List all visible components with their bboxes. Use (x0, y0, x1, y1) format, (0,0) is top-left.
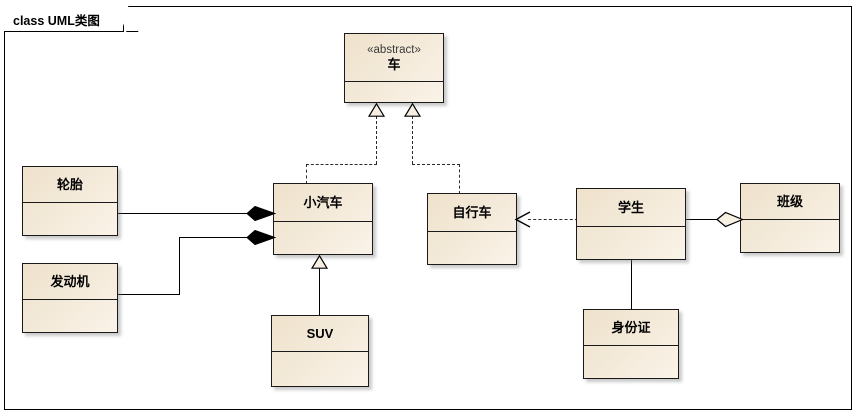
realization-car-horizontal (306, 164, 377, 165)
hollow-triangle-icon-generalization-suv (310, 254, 329, 269)
hollow-diamond-icon-aggregation (716, 211, 744, 228)
class-name-label-banji: 班级 (776, 193, 803, 209)
filled-diamond-icon-tire (246, 205, 276, 222)
generalization-suv-line (319, 268, 321, 316)
composition-engine-horizontal-lower (118, 294, 180, 296)
class-name-compartment-xuesheng: 学生 (577, 189, 685, 227)
dependency-student-bike-line (528, 219, 578, 220)
filled-diamond-icon-engine (246, 229, 276, 246)
class-name-compartment-che: «abstract» 车 (345, 34, 443, 82)
class-node-xuesheng[interactable]: 学生 (576, 188, 686, 260)
diagram-title-tab (4, 5, 139, 32)
class-stereotype-che: «abstract» (367, 43, 421, 56)
class-node-suv[interactable]: SUV (271, 315, 369, 387)
hollow-triangle-icon-realization-bike (403, 102, 422, 117)
realization-car-vertical-drop (306, 164, 307, 184)
class-node-shenfenzheng[interactable]: 身份证 (583, 309, 679, 379)
class-name-compartment-shenfenzheng: 身份证 (584, 310, 678, 346)
class-name-label-suv: SUV (306, 325, 334, 341)
class-name-label-zixingche: 自行车 (452, 204, 492, 220)
class-node-fadongji[interactable]: 发动机 (22, 263, 118, 333)
page-title: class UML类图 (13, 13, 100, 28)
class-node-xiaoqiche[interactable]: 小汽车 (273, 183, 373, 255)
class-node-luntai[interactable]: 轮胎 (22, 166, 118, 236)
diagram-frame (4, 6, 852, 410)
class-node-zixingche[interactable]: 自行车 (427, 193, 517, 265)
open-arrow-icon-dependency (514, 211, 532, 228)
class-name-compartment-xiaoqiche: 小汽车 (274, 184, 372, 222)
class-name-label-fadongji: 发动机 (50, 273, 90, 289)
realization-car-vertical-stub (376, 116, 377, 164)
class-node-che[interactable]: «abstract» 车 (344, 33, 444, 103)
realization-bike-horizontal (412, 164, 460, 165)
class-name-label-che: 车 (387, 57, 401, 73)
class-name-compartment-luntai: 轮胎 (23, 167, 117, 203)
class-name-compartment-fadongji: 发动机 (23, 264, 117, 300)
realization-bike-vertical-stub (412, 116, 413, 164)
class-name-label-xuesheng: 学生 (617, 199, 644, 215)
class-name-compartment-zixingche: 自行车 (428, 194, 516, 232)
class-name-label-shenfenzheng: 身份证 (611, 319, 651, 335)
class-node-banji[interactable]: 班级 (740, 183, 840, 253)
composition-tire-line (118, 213, 258, 215)
composition-engine-vertical (179, 237, 181, 295)
class-name-label-xiaoqiche: 小汽车 (303, 194, 343, 210)
realization-bike-vertical-drop (459, 164, 460, 194)
class-name-compartment-suv: SUV (272, 316, 368, 352)
hollow-triangle-icon-realization-car (367, 102, 386, 117)
composition-engine-horizontal-upper (179, 237, 259, 239)
class-name-compartment-banji: 班级 (741, 184, 839, 220)
class-name-label-luntai: 轮胎 (56, 176, 83, 192)
aggregation-class-student-line (686, 219, 728, 221)
association-student-id-line (631, 260, 633, 310)
